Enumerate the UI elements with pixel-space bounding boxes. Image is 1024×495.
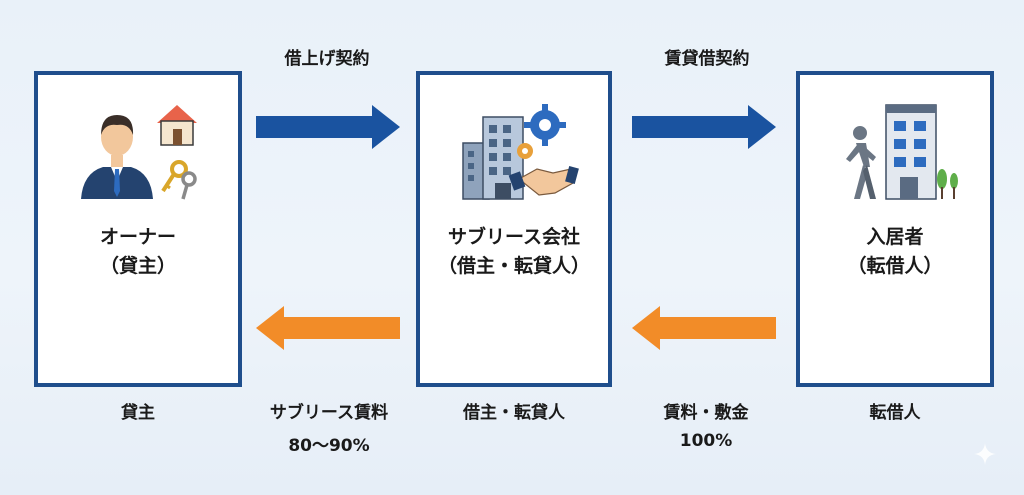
sublease-rent-percentage: 80〜90% [288,436,370,456]
tenant-name: 入居者 [866,226,924,248]
master-lease-arrow [256,105,400,149]
sublease-company-box: サブリース会社 （借主・転貸人） [416,71,612,387]
tenant-caption: 転借人 [869,403,921,423]
tenant-role: （転借人） [847,255,943,277]
sublease-company-name: サブリース会社 [447,226,581,248]
owner-caption: 貸主 [121,403,155,423]
rent-deposit-arrow [632,306,776,350]
sublease-rent-label: サブリース賃料 [269,403,389,423]
rent-deposit-label: 賃料・敷金 [663,403,749,423]
owner-box: オーナー （貸主） [34,71,242,387]
sublease-company-caption: 借主・転貸人 [463,403,565,423]
sublease-company-role: （借主・転貸人） [437,255,590,277]
businessman-house-key-icon [81,105,197,200]
walking-person-building-icon [846,104,958,200]
owner-name: オーナー [99,226,176,248]
sublease-contract-arrow [632,105,776,149]
rent-deposit-percentage: 100% [679,431,733,451]
sublease-contract-label: 賃貸借契約 [664,49,750,69]
sublease-rent-arrow [256,306,400,350]
sparkle-icon [974,443,996,465]
owner-role: （貸主） [99,255,176,277]
office-building-gear-handshake-icon [462,104,579,200]
master-lease-label: 借上げ契約 [284,49,370,69]
tenant-box: 入居者 （転借人） [796,71,994,387]
